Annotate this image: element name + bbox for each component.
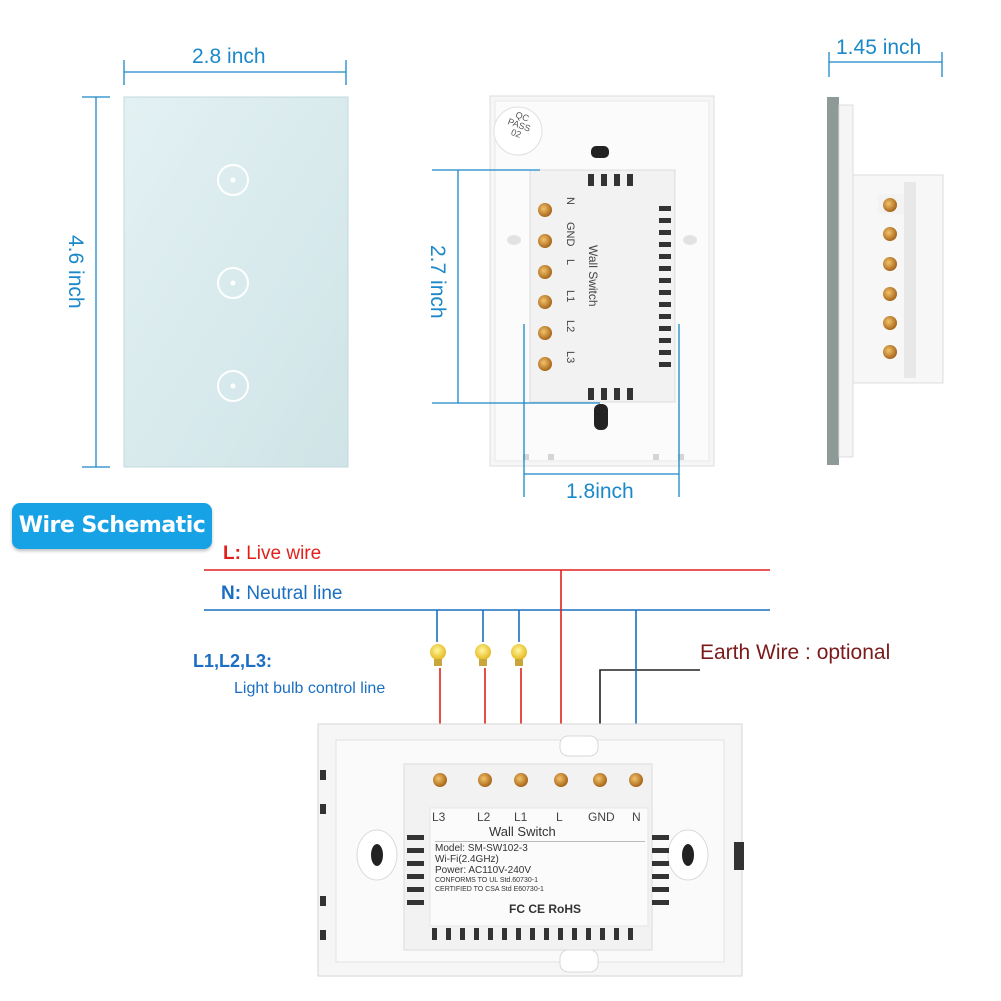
legend-neutral: N: Neutral line xyxy=(221,583,342,605)
rear-label-l: L xyxy=(564,259,576,266)
switch-label-sticker: Wall Switch Model: SM-SW102-3 Wi-Fi(2.4G… xyxy=(435,824,645,915)
bottom-label-n: N xyxy=(632,810,641,824)
bottom-label-l: L xyxy=(556,810,563,824)
width-label: 2.8 inch xyxy=(192,45,266,68)
sticker-ul: CONFORMS TO UL Std.60730-1 xyxy=(435,877,538,884)
sticker-power: Power: AC110V-240V xyxy=(435,865,531,876)
legend-bulb-text: Light bulb control line xyxy=(234,680,386,697)
bulb-icon-3 xyxy=(511,644,527,666)
legend-live: L: Live wire xyxy=(223,543,321,565)
width-dimension xyxy=(123,60,347,85)
touch-button-2[interactable] xyxy=(217,267,249,299)
wire-schematic-badge: Wire Schematic xyxy=(12,503,212,549)
sticker-wifi: Wi-Fi(2.4GHz) xyxy=(435,854,499,865)
rear-height-dimension xyxy=(432,169,600,404)
rear-view xyxy=(489,95,715,467)
sticker-model: Model: SM-SW102-3 xyxy=(435,843,528,854)
bottom-label-l2: L2 xyxy=(477,810,491,824)
bulb-icon-2 xyxy=(475,644,491,666)
bottom-label-gnd: GND xyxy=(588,810,615,824)
rear-label-n: N xyxy=(564,197,576,205)
legend-live-text: Live wire xyxy=(246,543,322,564)
sticker-csa: CERTIFIED TO CSA Std E60730-1 xyxy=(435,886,544,893)
rear-module-title: Wall Switch xyxy=(586,245,600,307)
bottom-label-l3: L3 xyxy=(432,810,446,824)
front-panel xyxy=(123,96,349,468)
rear-width-label: 1.8inch xyxy=(566,480,634,503)
earth-wire-label: Earth Wire : optional xyxy=(700,641,891,664)
depth-label: 1.45 inch xyxy=(836,36,922,59)
touch-button-1[interactable] xyxy=(217,164,249,196)
bottom-switch xyxy=(317,723,744,977)
rear-label-l2: L2 xyxy=(564,320,576,333)
rear-label-l1: L1 xyxy=(564,290,576,303)
sticker-marks: FC CE RoHS xyxy=(509,902,581,916)
sticker-title: Wall Switch xyxy=(489,824,556,839)
legend-bulb-key: L1,L2,L3: xyxy=(193,651,273,671)
rear-width-dimension xyxy=(523,324,680,497)
bulb-icon-1 xyxy=(430,644,446,666)
bottom-label-l1: L1 xyxy=(514,810,528,824)
legend-neutral-key: N: xyxy=(221,583,242,604)
legend-live-key: L: xyxy=(223,543,241,564)
rear-label-gnd: GND xyxy=(564,222,576,247)
depth-dimension xyxy=(828,52,943,77)
rear-height-label: 2.7 inch xyxy=(426,245,449,319)
height-dimension xyxy=(82,96,110,468)
touch-button-3[interactable] xyxy=(217,370,249,402)
side-view xyxy=(827,97,944,465)
height-label: 4.6 inch xyxy=(64,235,87,309)
rear-label-l3: L3 xyxy=(564,351,576,364)
legend-neutral-text: Neutral line xyxy=(246,583,343,604)
